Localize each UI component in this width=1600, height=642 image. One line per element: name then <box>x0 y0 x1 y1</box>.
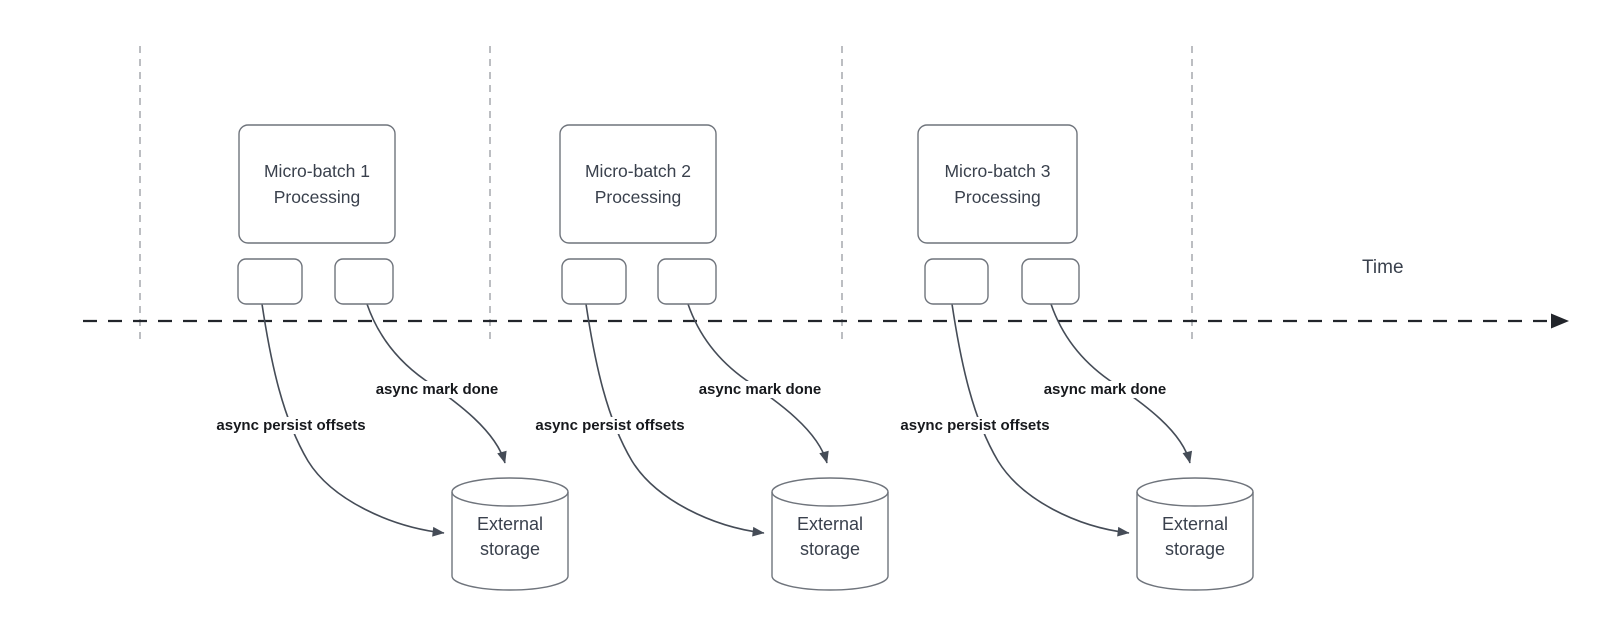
microbatch-1-title-line2: Processing <box>273 187 361 207</box>
persist-offsets-arrow-2 <box>585 303 765 537</box>
microbatch-3-box <box>917 124 1078 244</box>
mark-done-label-1: async mark done <box>372 381 502 398</box>
storage-label-2: External storage <box>772 498 888 576</box>
time-axis-arrowhead-icon <box>1551 313 1569 329</box>
microbatch-2-box <box>559 124 717 244</box>
storage-label-1-line1: External <box>476 514 544 534</box>
storage-label-2-line1: External <box>796 514 864 534</box>
storage-cylinder-2 <box>771 477 889 591</box>
mark-done-arrow-1 <box>366 303 507 464</box>
microbatch-3-title-line2: Processing <box>954 187 1041 207</box>
microbatch-1-title-line1: Micro-batch 1 <box>263 161 370 181</box>
offset-task-box-1 <box>237 258 303 305</box>
storage-label-3: External storage <box>1137 498 1253 576</box>
persist-offsets-arrow-3 <box>951 303 1130 537</box>
done-task-box-3 <box>1021 258 1080 305</box>
mark-done-label-3: async mark done <box>1040 381 1170 398</box>
microbatch-2-title-line1: Micro-batch 2 <box>584 161 691 181</box>
storage-cylinder-3 <box>1136 477 1254 591</box>
storage-label-2-line2: storage <box>799 539 861 559</box>
storage-cylinder-1-rim <box>451 491 569 507</box>
offset-task-box-3 <box>924 258 989 305</box>
microbatch-1-label: Micro-batch 1 Processing <box>239 125 395 243</box>
storage-label-1-line2: storage <box>479 539 541 559</box>
storage-cylinder-1 <box>451 477 569 591</box>
offset-task-box-2 <box>561 258 627 305</box>
microbatch-3-title-line1: Micro-batch 3 <box>944 161 1051 181</box>
storage-cylinder-2-rim <box>771 491 889 507</box>
mark-done-label-2: async mark done <box>695 381 825 398</box>
persist-offsets-label-2: async persist offsets <box>532 417 688 434</box>
microbatch-2-label: Micro-batch 2 Processing <box>560 125 716 243</box>
mark-done-arrow-3 <box>1050 303 1193 464</box>
persist-offsets-label-1: async persist offsets <box>213 417 369 434</box>
microbatch-1-box <box>238 124 396 244</box>
storage-cylinder-3-rim <box>1136 491 1254 507</box>
done-task-box-1 <box>334 258 394 305</box>
done-task-box-2 <box>657 258 717 305</box>
mark-done-arrow-2 <box>687 303 829 464</box>
persist-offsets-label-3: async persist offsets <box>897 417 1053 434</box>
storage-label-3-line2: storage <box>1164 539 1226 559</box>
microbatch-3-label: Micro-batch 3 Processing <box>918 125 1077 243</box>
microbatch-2-title-line2: Processing <box>594 187 682 207</box>
time-axis-label: Time <box>1362 257 1404 278</box>
storage-label-1: External storage <box>452 498 568 576</box>
persist-offsets-arrow-1 <box>261 303 445 537</box>
storage-label-3-line1: External <box>1161 514 1229 534</box>
